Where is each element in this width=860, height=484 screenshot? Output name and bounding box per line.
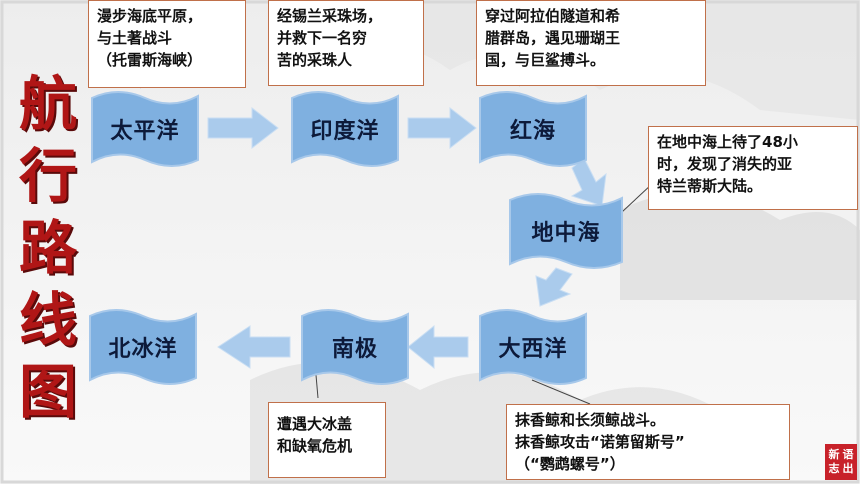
note-line: 漫步海底平原， <box>97 7 203 25</box>
stamp-char: 新 <box>828 448 840 461</box>
node-indian[interactable]: 印度洋 <box>290 88 400 170</box>
note-line: 抹香鲸攻击“诺第留斯号” <box>515 433 685 451</box>
note-line: 时，发现了消失的亚 <box>657 155 793 173</box>
note-line: 抹香鲸和长须鲸战斗。 <box>515 411 666 429</box>
vertical-title: 航 行 路 线 图 <box>14 68 82 428</box>
note-line: 并救下一名穷 <box>277 29 368 47</box>
title-char-5: 图 <box>18 358 77 426</box>
note-line: 遭遇大冰盖 <box>277 415 353 433</box>
node-arctic[interactable]: 北冰洋 <box>88 306 198 388</box>
note-line: 腊群岛，遇见珊瑚王 <box>485 29 621 47</box>
node-pacific-label: 太平洋 <box>110 119 180 144</box>
seal-stamp: 新 语 志 出 <box>825 444 857 480</box>
note-line: 经锡兰采珠场， <box>277 7 383 25</box>
note-line: （“鹦鹉螺号”） <box>515 455 625 473</box>
note-line: （托雷斯海峡） <box>97 51 203 69</box>
node-atlantic-label: 大西洋 <box>498 337 568 362</box>
note-mediterranean: 在地中海上待了48小 时，发现了消失的亚 特兰蒂斯大陆。 <box>648 126 858 210</box>
title-char-3: 路 <box>18 214 77 282</box>
node-arctic-label: 北冰洋 <box>108 337 178 362</box>
node-indian-label: 印度洋 <box>310 119 380 144</box>
note-pacific: 漫步海底平原， 与土著战斗 （托雷斯海峡） <box>88 0 246 88</box>
node-red-sea[interactable]: 红海 <box>478 88 588 170</box>
note-line: 国，与巨鲨搏斗。 <box>485 51 606 69</box>
node-antarctica[interactable]: 南极 <box>300 306 410 388</box>
node-atlantic[interactable]: 大西洋 <box>478 306 588 388</box>
note-line: 穿过阿拉伯隧道和希 <box>485 7 621 25</box>
title-char-2: 行 <box>18 142 77 210</box>
note-red-sea: 穿过阿拉伯隧道和希 腊群岛，遇见珊瑚王 国，与巨鲨搏斗。 <box>476 0 706 86</box>
stamp-char: 出 <box>842 462 854 475</box>
note-atlantic: 抹香鲸和长须鲸战斗。 抹香鲸攻击“诺第留斯号” （“鹦鹉螺号”） <box>506 404 790 480</box>
note-indian: 经锡兰采珠场， 并救下一名穷 苦的采珠人 <box>268 0 424 86</box>
title-char-1: 航 <box>18 70 77 138</box>
note-line: 在地中海上待了48小 <box>657 133 798 151</box>
note-line: 苦的采珠人 <box>277 51 353 69</box>
node-red-sea-label: 红海 <box>509 119 556 144</box>
note-line: 与土著战斗 <box>97 29 173 47</box>
title-char-4: 线 <box>18 286 77 354</box>
node-pacific[interactable]: 太平洋 <box>90 88 200 170</box>
stamp-char: 志 <box>828 462 840 475</box>
note-line: 特兰蒂斯大陆。 <box>657 177 763 195</box>
node-mediterranean-label: 地中海 <box>531 221 601 246</box>
node-antarctica-label: 南极 <box>331 337 378 362</box>
node-mediterranean[interactable]: 地中海 <box>508 190 624 272</box>
stamp-char: 语 <box>842 448 854 461</box>
note-antarctica: 遭遇大冰盖 和缺氧危机 <box>268 402 386 478</box>
note-line: 和缺氧危机 <box>277 437 353 455</box>
